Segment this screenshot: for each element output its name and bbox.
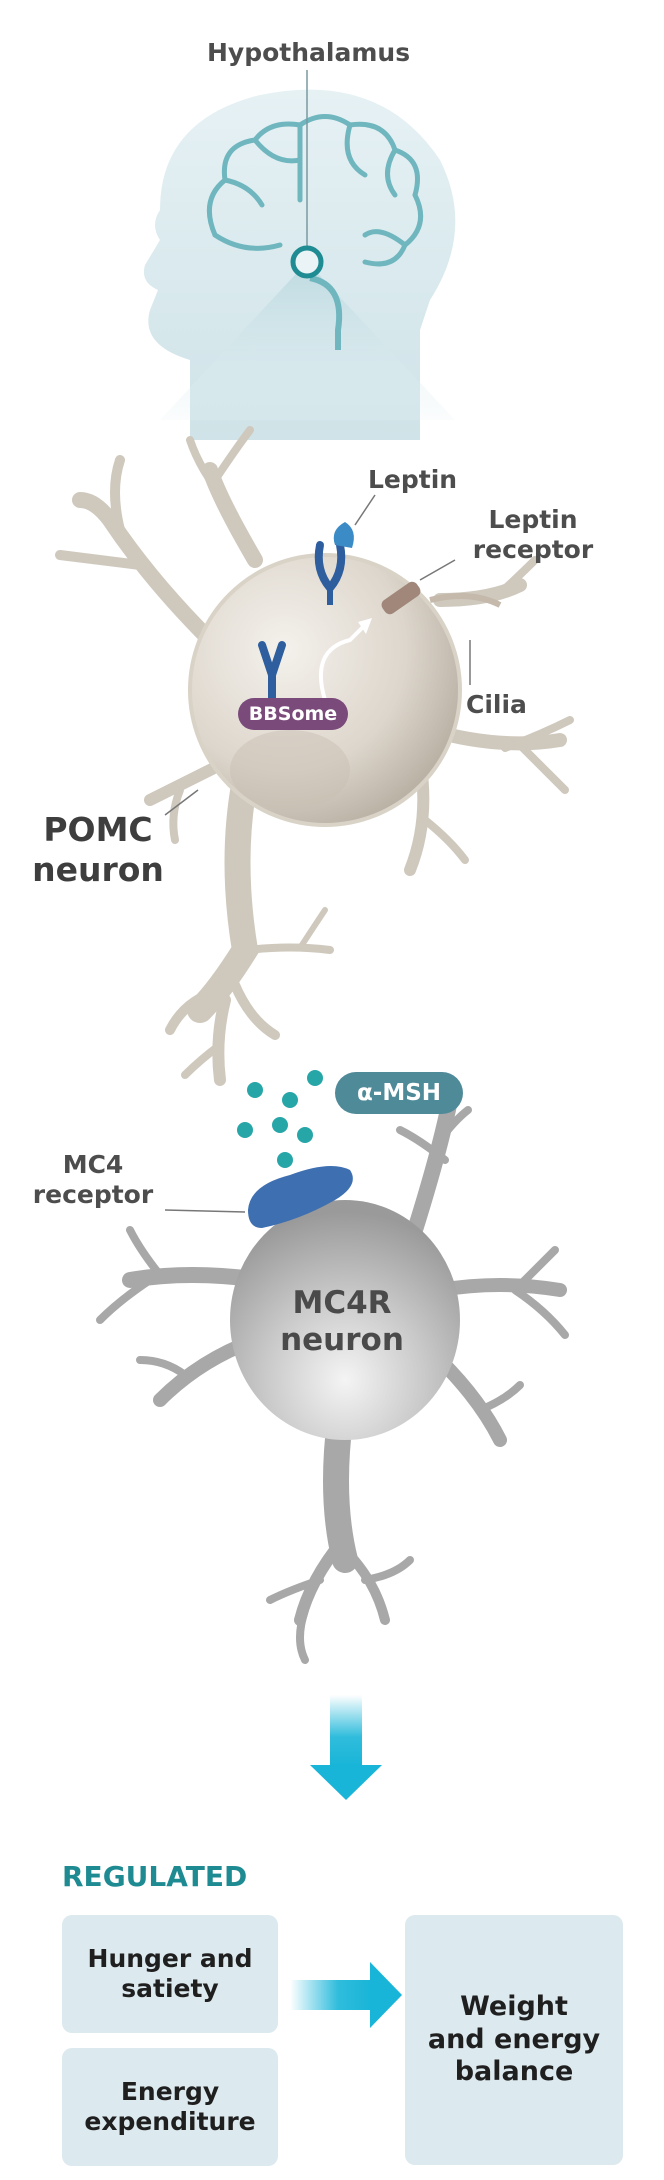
mc4-receptor-label: MC4 receptor: [18, 1150, 168, 1210]
mc4-receptor-icon: [248, 1166, 353, 1228]
pomc-label-line1: POMC: [43, 810, 153, 849]
pomc-neuron-label: POMC neuron: [28, 810, 168, 889]
alpha-msh-particles: [237, 1070, 323, 1168]
hunger-line2: satiety: [121, 1974, 219, 2003]
mc4-receptor-label-line1: MC4: [62, 1150, 124, 1179]
bbsome-badge: BBSome: [238, 698, 348, 730]
leptin-receptor-icon: [381, 581, 421, 615]
energy-expenditure-box: Energy expenditure: [62, 2048, 278, 2166]
mc4r-label-line1: MC4R: [292, 1285, 392, 1321]
regulated-heading: REGULATED: [62, 1860, 248, 1893]
projection-cone: [160, 262, 455, 420]
weight-line1: Weight: [460, 1991, 568, 2023]
cilia-strand: [429, 593, 502, 608]
leptin-receptor-label-line2: receptor: [472, 535, 594, 564]
right-arrow-icon: [290, 1962, 402, 2028]
trafficking-arrow: [318, 623, 367, 701]
mc4-receptor-pointer: [164, 1209, 246, 1213]
weight-energy-balance-box: Weight and energy balance: [405, 1915, 623, 2165]
leptin-icon: [314, 522, 354, 605]
leptin-label: Leptin: [368, 465, 458, 494]
mc4r-neuron-label: MC4R neuron: [262, 1285, 422, 1359]
hunger-satiety-box: Hunger and satiety: [62, 1915, 278, 2033]
pomc-label-line2: neuron: [32, 849, 164, 889]
brain-stem: [309, 275, 343, 350]
head-illustration: [143, 70, 456, 440]
alpha-msh-badge: α-MSH: [335, 1072, 463, 1114]
hunger-line1: Hunger and: [87, 1944, 253, 1973]
leptin-receptor-pointer: [419, 559, 456, 581]
hypothalamus-label: Hypothalamus: [207, 38, 411, 67]
internal-receptor-icon: [258, 641, 286, 704]
leptin-pointer: [354, 494, 376, 526]
weight-line2: and energy: [427, 2023, 601, 2055]
leptin-receptor-label: Leptin receptor: [468, 505, 598, 565]
pomc-pointer: [164, 789, 199, 816]
mc4-receptor-label-line2: receptor: [32, 1180, 154, 1209]
energy-line1: Energy: [120, 2077, 220, 2106]
down-arrow-icon: [310, 1695, 382, 1800]
hypothalamus-marker: [290, 245, 324, 279]
mc4r-neuron-body: [230, 1200, 460, 1440]
pomc-neuron-dendrites: [55, 426, 574, 1086]
mc4r-label-line2: neuron: [280, 1322, 404, 1359]
brain-outline-icon: [206, 114, 424, 267]
cilia-label: Cilia: [466, 690, 527, 719]
weight-line3: balance: [454, 2056, 574, 2088]
energy-line2: expenditure: [84, 2107, 256, 2136]
pomc-nucleus: [230, 730, 350, 810]
leptin-receptor-label-line1: Leptin: [488, 505, 578, 534]
trafficking-arrowhead: [358, 618, 372, 634]
